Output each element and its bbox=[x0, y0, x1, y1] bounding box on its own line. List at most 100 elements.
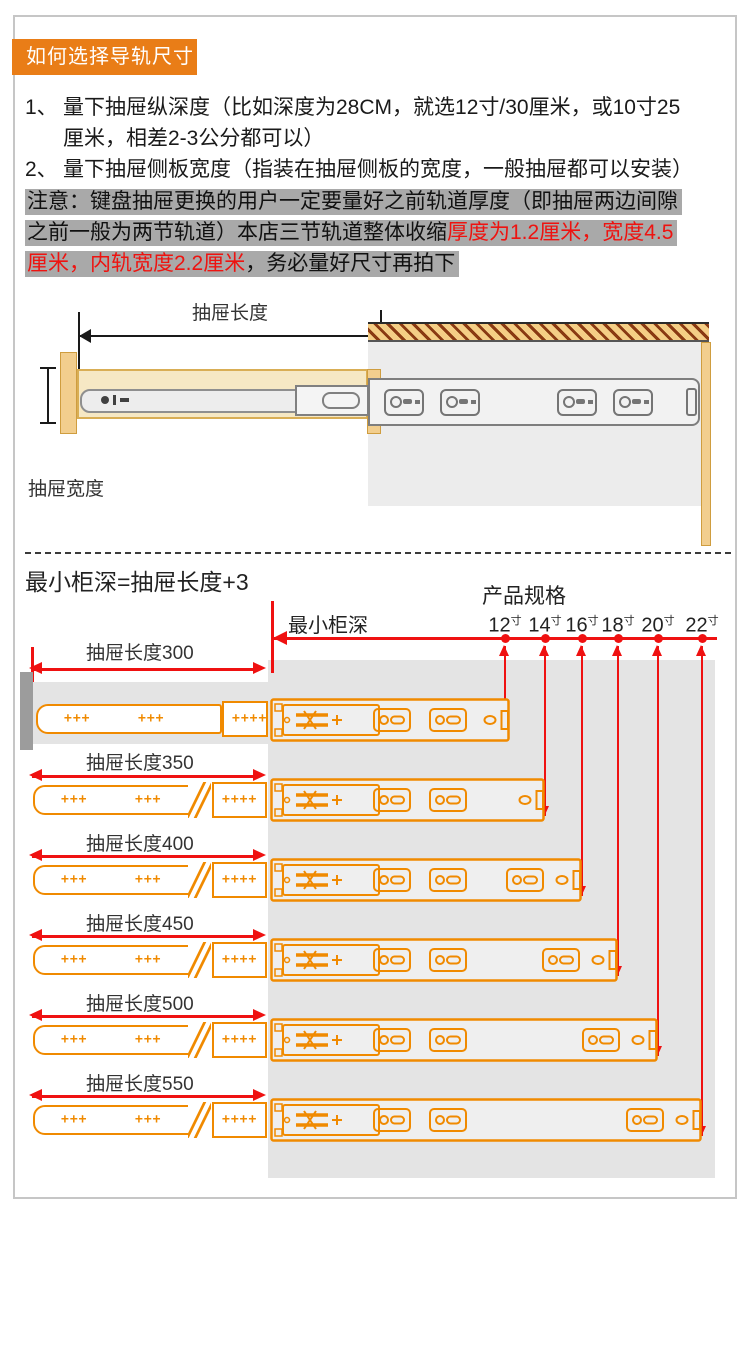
notice-highlight: 注意：键盘抽屉更换的用户一定要量好之前轨道厚度（即抽屉两边间隙 bbox=[25, 189, 682, 215]
size-arrow-line bbox=[616, 646, 620, 976]
size-tick-dot bbox=[697, 633, 707, 643]
drawer-length-arrow-right bbox=[253, 1009, 266, 1021]
rail-mark: +++ bbox=[61, 952, 88, 967]
inner-rail-hole-bar bbox=[113, 395, 116, 405]
rail-break-symbol bbox=[188, 1022, 211, 1058]
section-title-badge: 如何选择导轨尺寸 bbox=[12, 39, 197, 75]
drawer-length-arrow bbox=[32, 668, 258, 671]
size-arrow-line bbox=[503, 646, 507, 736]
collapsed-slide-rail bbox=[33, 1025, 206, 1055]
notice-highlight: 之前一般为两节轨道）本店三节轨道整体收缩厚度为1.2厘米，宽度4.5 bbox=[25, 220, 678, 246]
size-arrow-head-up bbox=[651, 645, 662, 656]
inner-rail-hole-slot bbox=[120, 398, 129, 402]
row-label: 抽屉长度400 bbox=[86, 834, 194, 855]
size-arrow-line bbox=[580, 646, 584, 896]
extended-slide bbox=[270, 698, 510, 742]
size-inch-unit: 寸 bbox=[587, 615, 599, 627]
cabinet-right-wood-strip bbox=[701, 342, 711, 546]
collapsed-slide-cap bbox=[212, 942, 267, 978]
hole-slot bbox=[576, 399, 585, 404]
rail-mark: ++++ bbox=[222, 872, 258, 887]
notice-text: 注意：键盘抽屉更换的用户一定要量好之前轨道厚度（即抽屉两边间隙 bbox=[27, 190, 678, 213]
instruction-number: 2、 bbox=[25, 158, 58, 181]
size-tick-dot bbox=[613, 633, 623, 643]
outer-rail-hole-group bbox=[613, 389, 653, 416]
notice-line: 之前一般为两节轨道）本店三节轨道整体收缩厚度为1.2厘米，宽度4.5 bbox=[25, 217, 737, 248]
hole-dash bbox=[471, 400, 476, 404]
rail-mark: +++ bbox=[64, 711, 91, 726]
size-arrow-head-up bbox=[611, 645, 622, 656]
hole-ring bbox=[619, 396, 631, 408]
notice-block: 注意：键盘抽屉更换的用户一定要量好之前轨道厚度（即抽屉两边间隙之前一般为两节轨道… bbox=[25, 186, 737, 279]
extended-slide bbox=[270, 858, 582, 902]
outer-rail-hole-group bbox=[440, 389, 480, 416]
drawer-length-arrow bbox=[32, 1095, 258, 1098]
extended-slide bbox=[270, 1098, 702, 1142]
drawer-length-arrow bbox=[32, 855, 258, 858]
drawer-length-arrow-left bbox=[29, 1089, 42, 1101]
instruction-text: 量下抽屉侧板宽度（指装在抽屉侧板的宽度，一般抽屉都可以安装） bbox=[63, 154, 693, 185]
size-tick-label: 20寸 bbox=[636, 612, 680, 638]
drawer-length-arrow-right bbox=[253, 929, 266, 941]
size-tick-dot bbox=[500, 633, 510, 643]
rail-break-symbol bbox=[188, 942, 211, 978]
cabinet-top-wood-hatch bbox=[368, 322, 709, 342]
rail-mark: ++++ bbox=[222, 792, 258, 807]
rail-mark: ++++ bbox=[222, 1112, 258, 1127]
drawer-length-arrow-right bbox=[253, 849, 266, 861]
rail-mark: +++ bbox=[135, 1032, 162, 1047]
size-tick-label: 18寸 bbox=[596, 612, 640, 638]
width-dim-label: 抽屉宽度 bbox=[28, 479, 105, 500]
size-tick-dot bbox=[577, 633, 587, 643]
size-inch-unit: 寸 bbox=[707, 615, 719, 627]
drawer-length-arrow-right bbox=[253, 769, 266, 781]
collapsed-slide-cap bbox=[212, 862, 267, 898]
size-inch-value: 16 bbox=[565, 614, 588, 637]
row-label: 抽屉长度300 bbox=[86, 643, 194, 664]
size-inch-unit: 寸 bbox=[550, 615, 562, 627]
dashed-divider bbox=[25, 552, 731, 554]
collapsed-slide-cap bbox=[222, 701, 268, 737]
size-arrow-line bbox=[543, 646, 547, 816]
hole-dash bbox=[644, 400, 649, 404]
size-arrow-head-up bbox=[575, 645, 586, 656]
size-inch-value: 20 bbox=[641, 614, 664, 637]
hole-dash bbox=[415, 400, 420, 404]
instruction-line: 量下抽屉侧板宽度（指装在抽屉侧板的宽度，一般抽屉都可以安装） bbox=[63, 158, 693, 181]
middle-rail-latch bbox=[322, 392, 360, 409]
notice-highlight: 厘米，内轨宽度2.2厘米，务必量好尺寸再拍下 bbox=[25, 251, 460, 277]
hole-ring bbox=[446, 396, 458, 408]
size-arrow-line bbox=[700, 646, 704, 1136]
size-arrow-head-up bbox=[695, 645, 706, 656]
size-inch-value: 18 bbox=[601, 614, 624, 637]
length-dim-line bbox=[80, 335, 380, 337]
rail-mark: ++++ bbox=[222, 952, 258, 967]
rail-mark: ++++ bbox=[232, 711, 268, 726]
drawer-length-arrow-right bbox=[253, 662, 266, 674]
hole-slot bbox=[459, 399, 468, 404]
rail-break-symbol bbox=[188, 862, 211, 898]
size-inch-unit: 寸 bbox=[623, 615, 635, 627]
size-tick-dot bbox=[540, 633, 550, 643]
rail-mark: +++ bbox=[135, 792, 162, 807]
dim-start-tick bbox=[31, 647, 34, 689]
rail-mark: +++ bbox=[138, 711, 165, 726]
drawer-length-arrow-left bbox=[29, 849, 42, 861]
notice-text: 之前一般为两节轨道）本店三节轨道整体收缩 bbox=[27, 221, 447, 244]
instruction-line: 量下抽屉纵深度（比如深度为28CM，就选12寸/30厘米，或10寸25 bbox=[63, 96, 681, 119]
inner-rail-hole-dot bbox=[101, 396, 109, 404]
spec-title: 产品规格 bbox=[482, 585, 566, 608]
drawer-length-arrow-left bbox=[29, 769, 42, 781]
hole-dash bbox=[588, 400, 593, 404]
hole-slot bbox=[632, 399, 641, 404]
length-dim-label: 抽屉长度 bbox=[192, 303, 269, 324]
size-tick-label: 14寸 bbox=[523, 612, 567, 638]
min-depth-label: 最小柜深 bbox=[288, 615, 368, 637]
rail-break-symbol bbox=[188, 782, 211, 818]
size-inch-unit: 寸 bbox=[510, 615, 522, 627]
row-label: 抽屉长度550 bbox=[86, 1074, 194, 1095]
size-tick-label: 16寸 bbox=[560, 612, 604, 638]
collapsed-slide-rail bbox=[33, 865, 206, 895]
